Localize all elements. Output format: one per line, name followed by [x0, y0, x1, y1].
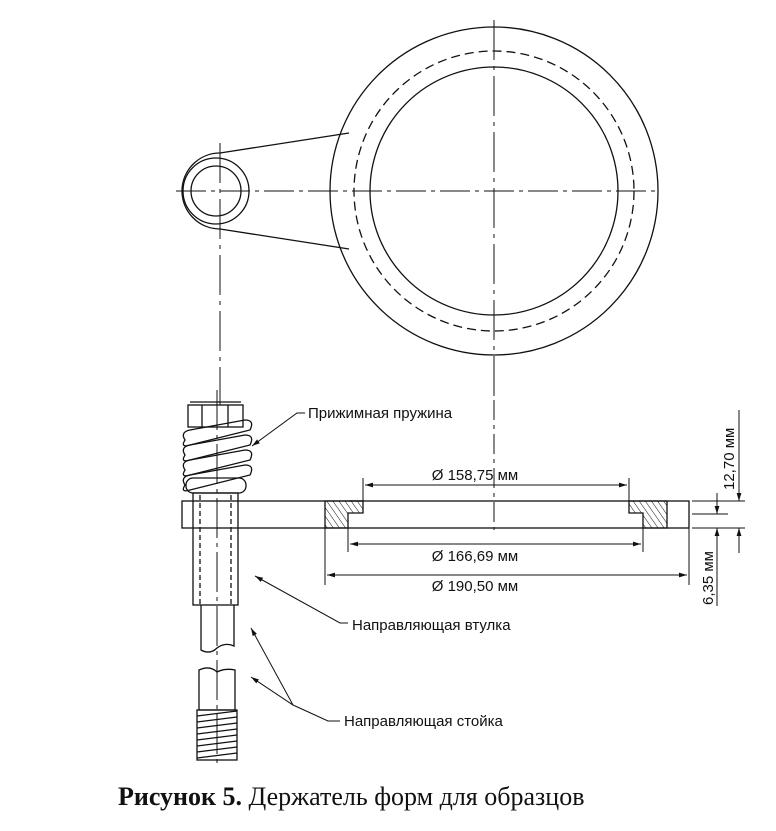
label-bushing: Направляющая втулка [352, 617, 511, 634]
post-leader [250, 676, 340, 722]
figure-number: Рисунок 5. [118, 782, 243, 811]
dim-step-depth: 6,35 мм [700, 551, 717, 605]
holder-arm [219, 132, 350, 250]
top-view [176, 20, 660, 405]
guide-bushing [192, 492, 239, 606]
ring-inner-circle [369, 66, 619, 316]
holder-plate [181, 500, 690, 529]
dim-middle-diameter: Ø 166,69 мм [432, 548, 519, 565]
figure-caption: Рисунок 5. Держатель форм для образцов [118, 782, 585, 812]
guide-post-lower [198, 667, 236, 711]
figure-title: Держатель форм для образцов [242, 782, 585, 811]
guide-post-upper [200, 605, 235, 653]
dim-inner-diameter: Ø 158,75 мм [432, 467, 519, 484]
post-leader-2 [250, 627, 294, 706]
bushing-leader [254, 575, 348, 624]
ring-step-circle-hidden [353, 50, 635, 332]
ring-section-left [324, 500, 364, 529]
side-view [181, 390, 745, 766]
dim-outer-diameter: Ø 190,50 мм [432, 578, 519, 595]
dim-total-thickness: 12,70 мм [721, 428, 738, 490]
arm-eye-outer [181, 152, 221, 230]
label-spring: Прижимная пружина [308, 405, 453, 422]
spring-leader [251, 412, 305, 447]
bushing-inner-circle [190, 165, 242, 217]
ring-outer-circle [329, 26, 659, 356]
bushing-outer-circle [182, 157, 250, 225]
ring-section-right [628, 500, 668, 529]
nut [187, 404, 244, 428]
label-post: Направляющая стойка [344, 713, 504, 730]
